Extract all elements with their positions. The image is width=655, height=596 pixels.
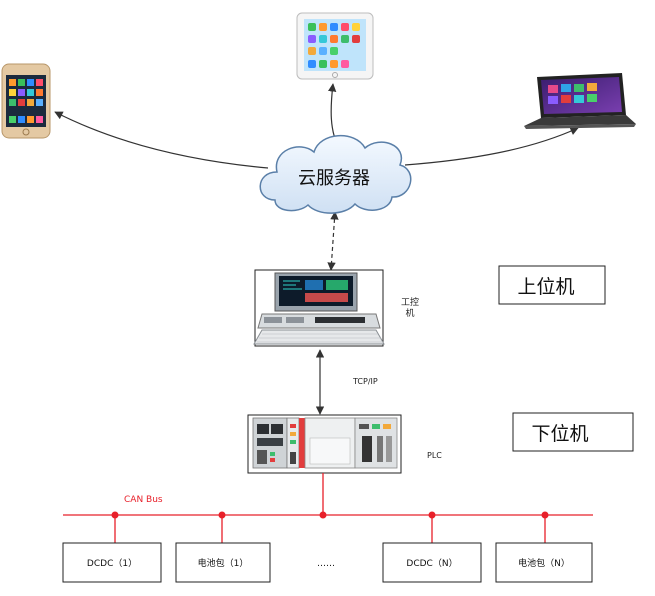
plc-icon [252, 417, 398, 469]
upper-layer-box [498, 265, 606, 305]
bus-junction-plc [319, 511, 327, 519]
node-box-battery-n [495, 542, 593, 583]
ipc-label-line2: 机 [405, 307, 414, 319]
node-ellipsis: …… [317, 559, 335, 569]
node-box-dcdc-n [382, 542, 482, 583]
node-box-dcdc-1 [62, 542, 162, 583]
dashed-link-cloud-ipc [327, 211, 339, 271]
industrial-pc-icon [253, 272, 385, 345]
cloud-label: 云服务器 [298, 168, 370, 189]
can-bus-label: CAN Bus [124, 495, 163, 505]
node-label-battery-n: 电池包（N） [518, 557, 570, 569]
tablet-icon [296, 12, 374, 80]
bus-drop-node-4 [541, 511, 549, 543]
upper-layer-label: 上位机 [517, 276, 574, 298]
node-box-battery-1 [175, 542, 271, 583]
node-label-dcdc-1: DCDC（1） [87, 558, 137, 569]
smartphone-icon [1, 63, 51, 139]
ipc-label-line1: 工控 [401, 296, 419, 308]
arrow-cloud-to-phone [54, 111, 269, 169]
node-label-battery-1: 电池包（1） [198, 557, 249, 569]
arrow-cloud-to-laptop [404, 127, 579, 166]
laptop-icon [524, 73, 636, 129]
node-label-dcdc-n: DCDC（N） [406, 558, 457, 569]
tcpip-label: TCP/IP [352, 377, 378, 386]
bus-drop-node-2 [218, 511, 226, 543]
lower-layer-label: 下位机 [531, 423, 588, 445]
bus-drop-node-1 [111, 511, 119, 543]
plc-label: PLC [427, 451, 442, 460]
bus-drop-node-3 [428, 511, 436, 543]
cloud-icon [259, 134, 412, 214]
lower-layer-box [512, 412, 634, 452]
